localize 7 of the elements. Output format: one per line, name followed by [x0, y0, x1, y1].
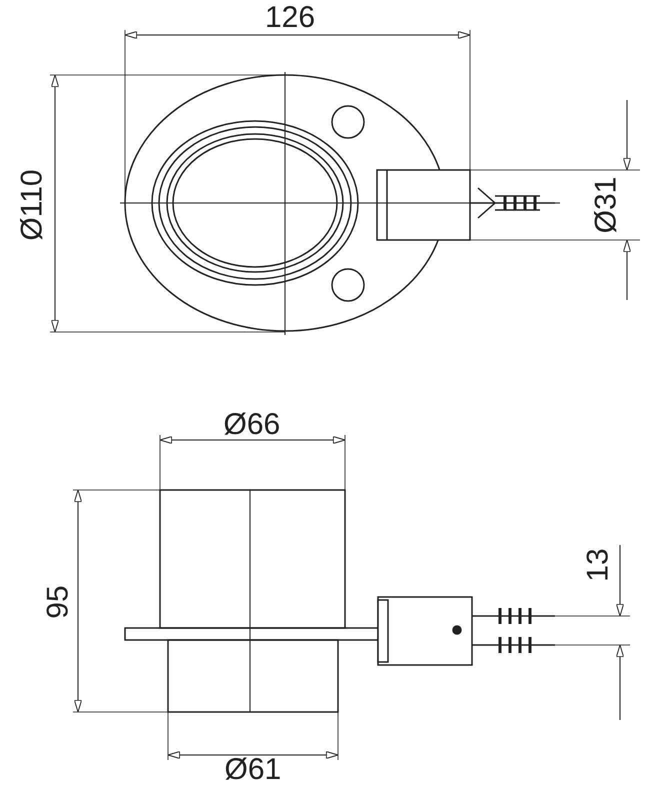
dimension-label: 95: [43, 585, 74, 619]
dimension-label: Ø31: [590, 176, 621, 234]
dimension-label: Ø66: [224, 410, 280, 440]
dimension-label: 126: [265, 3, 316, 33]
dimension-label: 13: [583, 548, 614, 582]
dimension-label: Ø61: [224, 755, 282, 785]
dimension-label: Ø110: [17, 169, 48, 241]
